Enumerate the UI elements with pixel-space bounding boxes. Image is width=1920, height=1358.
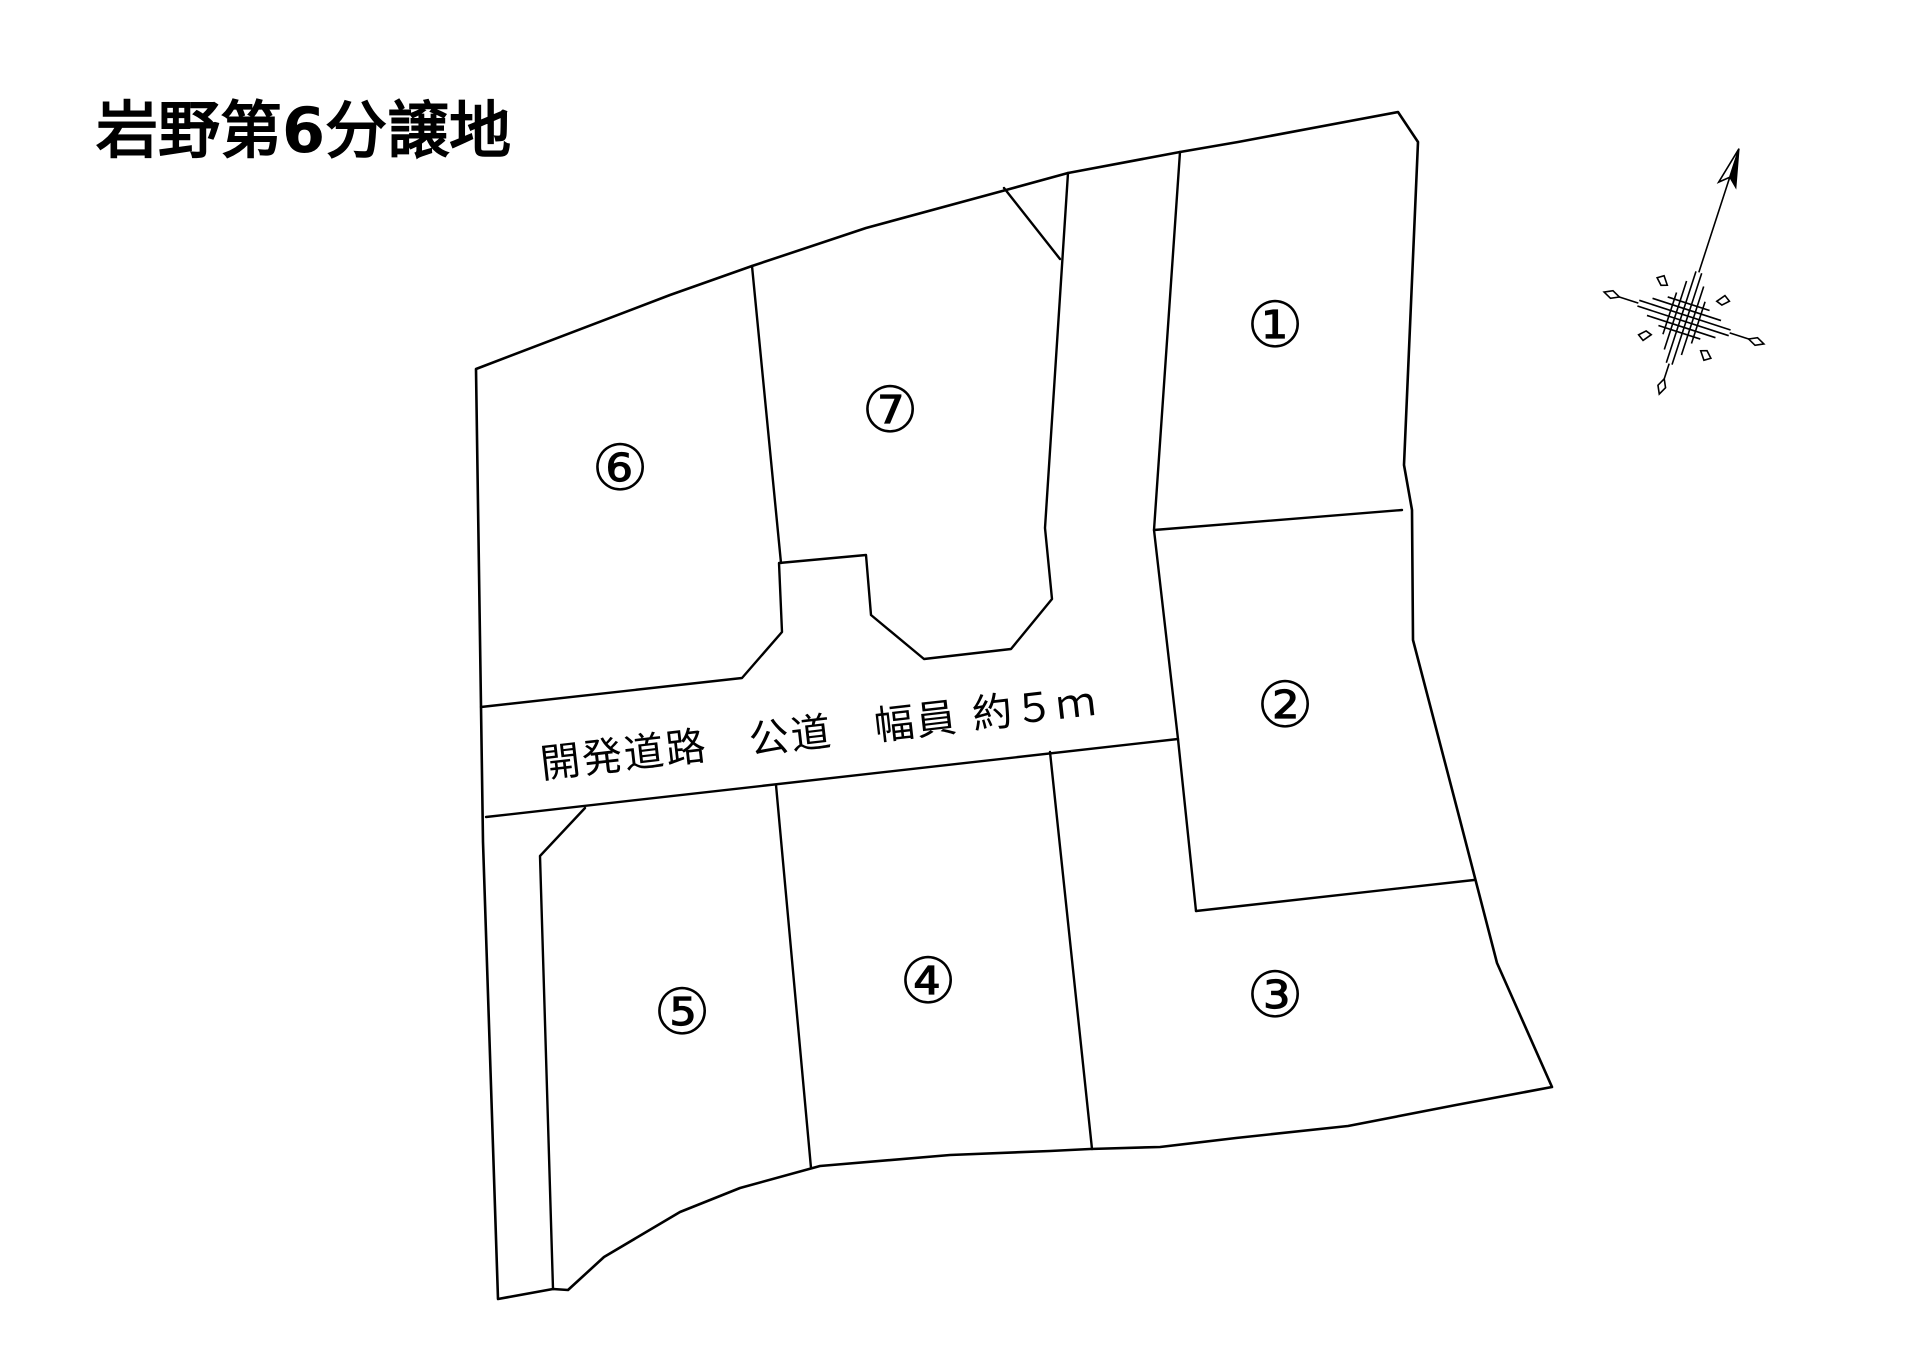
lot-label-2: ② <box>1256 669 1313 743</box>
lot-line-5-west <box>538 806 587 1291</box>
road-edge-south <box>484 737 1180 819</box>
site-boundary <box>474 110 1554 1301</box>
road-edge-east <box>1152 150 1198 913</box>
road-edge-north <box>479 171 1070 709</box>
lot-line-1-2 <box>1152 508 1404 532</box>
lot-line-4-5 <box>774 783 813 1170</box>
lot-line-2-3 <box>1194 878 1476 913</box>
lot-label-7: ⑦ <box>861 374 918 448</box>
lot-label-3: ③ <box>1246 959 1303 1033</box>
north-arrow-compass-icon <box>1602 148 1766 396</box>
map-title: 岩野第6分譲地 <box>96 94 511 167</box>
lot-line-7-corner <box>1002 186 1062 261</box>
lot-label-1: ① <box>1246 289 1303 363</box>
lot-line-3-4 <box>1048 750 1094 1151</box>
road-edge-west-lot7 <box>750 264 783 565</box>
lot-label-6: ⑥ <box>591 432 648 506</box>
lot-label-5: ⑤ <box>653 976 710 1050</box>
lot-label-4: ④ <box>899 945 956 1019</box>
